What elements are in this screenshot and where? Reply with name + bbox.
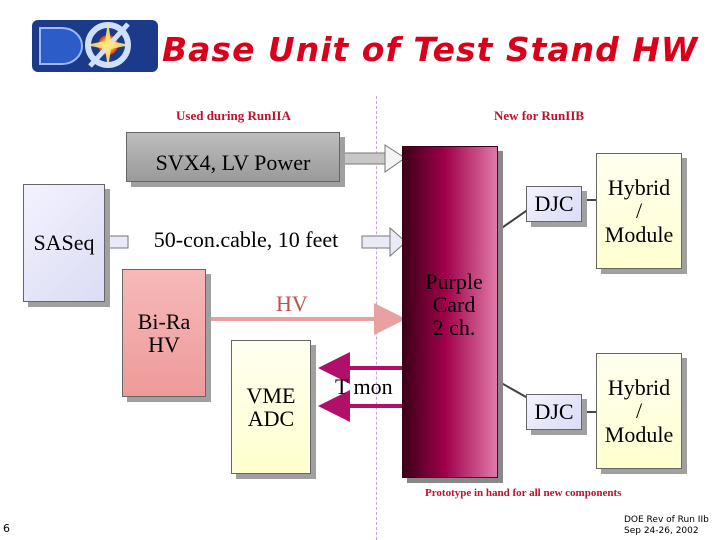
djc-top-label: DJC — [534, 191, 574, 216]
hybrid-bottom-line2: / — [635, 398, 643, 424]
purple-label-line2: Card — [432, 292, 476, 318]
svx4-lv-power-box: SVX4, LV Power — [126, 132, 340, 182]
corner-line2: Sep 24-26, 2002 — [624, 526, 699, 537]
hybrid-bottom-line1: Hybrid — [607, 375, 671, 401]
section-label-runiib: New for RunIIB — [494, 108, 585, 123]
bira-label-line1: Bi-Ra — [137, 308, 191, 334]
vme-label-line2: ADC — [247, 406, 295, 431]
hybrid-top-line3: Module — [604, 221, 674, 247]
page-number: 6 — [3, 522, 10, 535]
djc-top-box: DJC — [526, 186, 582, 222]
bira-label-line2: HV — [148, 332, 180, 357]
bira-hv-box: Bi-Ra HV — [122, 269, 206, 397]
purple-card-label: Purple Card 2 ch. — [414, 270, 494, 339]
cable-label: 50-con.cable, 10 feet — [153, 227, 339, 253]
hybrid-module-top-box: Hybrid / Module — [596, 153, 682, 269]
hv-label: HV — [276, 291, 308, 316]
svx4-label: SVX4, LV Power — [155, 150, 311, 175]
djc-bottom-box: DJC — [526, 394, 582, 430]
vme-adc-box: VME ADC — [231, 340, 311, 474]
svx4-connector — [342, 144, 406, 173]
vme-label-line1: VME — [246, 382, 296, 408]
d0-logo — [30, 14, 160, 76]
saseq-label: SASeq — [33, 230, 95, 256]
saseq-box: SASeq — [23, 184, 105, 302]
corner-line1: DOE Rev of Run IIb — [624, 515, 709, 525]
purple-card-box — [402, 146, 498, 478]
purple-label-line1: Purple — [425, 269, 483, 294]
hybrid-top-line1: Hybrid — [607, 175, 671, 201]
hybrid-bottom-line3: Module — [604, 421, 674, 447]
purple-label-line3: 2 ch. — [432, 315, 476, 341]
footer-note: Prototype in hand for all new components — [425, 487, 622, 499]
tmon-label: T mon — [335, 374, 393, 399]
cable-box: 50-con.cable, 10 feet — [128, 220, 364, 260]
corner-footer: DOE Rev of Run IIb Sep 24-26, 2002 — [624, 515, 709, 538]
page-title: Base Unit of Test Stand HW — [162, 30, 699, 69]
hybrid-top-line2: / — [635, 198, 643, 224]
hybrid-module-bottom-box: Hybrid / Module — [596, 353, 682, 469]
section-label-runiia: Used during RunIIA — [176, 108, 291, 123]
djc-bottom-label: DJC — [534, 399, 574, 424]
